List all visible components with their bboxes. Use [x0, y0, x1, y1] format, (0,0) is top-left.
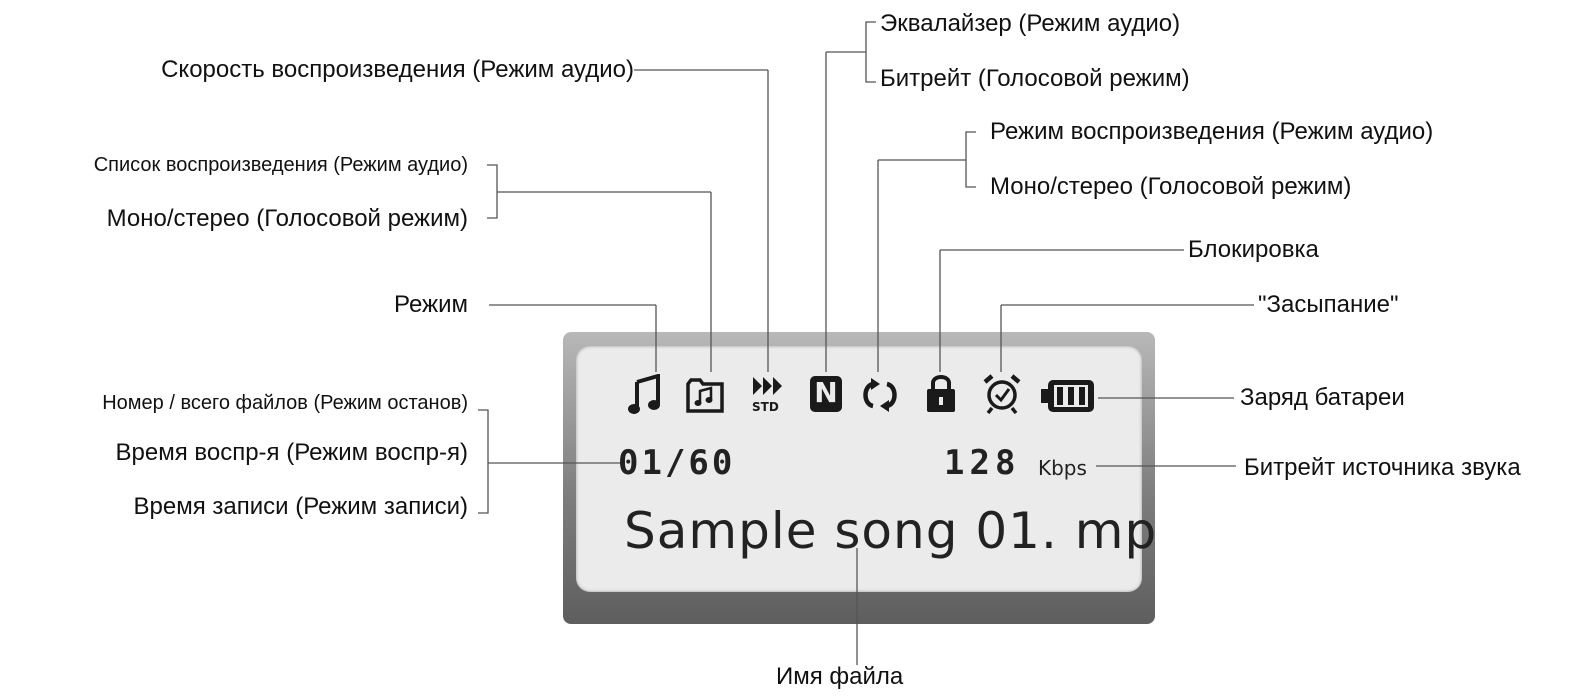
repeat-icon: [863, 378, 897, 412]
playlist-folder-icon: [686, 378, 724, 413]
equalizer-letter: N: [814, 376, 838, 409]
label-playlist: Список воспроизведения (Режим аудио): [93, 154, 468, 176]
label-mono-stereo-left: Моно/стерео (Голосовой режим): [106, 205, 468, 232]
label-play-time: Время воспр-я (Режим воспр-я): [115, 439, 469, 466]
label-lock: Блокировка: [1188, 236, 1319, 263]
equalizer-icon: [810, 376, 842, 412]
song-title: Sample song 01. mp: [624, 502, 1158, 560]
label-file-number: Номер / всего файлов (Режим останов): [102, 392, 468, 414]
battery-icon: [1041, 380, 1094, 412]
label-mode: Режим: [394, 291, 468, 318]
label-equalizer: Эквалайзер (Режим аудио): [880, 10, 1181, 37]
label-sleep: "Засыпание": [1258, 291, 1399, 318]
label-play-mode: Режим воспроизведения (Режим аудио): [990, 118, 1434, 145]
label-file-name: Имя файла: [776, 663, 904, 690]
lock-icon: [927, 375, 955, 412]
track-counter: 01/60: [618, 443, 736, 483]
playback-speed-icon: [753, 377, 782, 395]
label-record-time: Время записи (Режим записи): [133, 493, 469, 520]
bitrate-unit: Kbps: [1038, 456, 1087, 480]
bitrate-value: 128: [944, 443, 1021, 483]
label-bitrate-voice: Битрейт (Голосовой режим): [880, 65, 1190, 92]
speed-std-badge: STD: [752, 400, 779, 414]
label-playback-speed: Скорость воспроизведения (Режим аудио): [161, 56, 634, 83]
sleep-alarm-icon: [983, 374, 1021, 414]
display-screen: [576, 346, 1142, 592]
label-source-bitrate: Битрейт источника звука: [1244, 454, 1521, 481]
music-note-icon: [628, 374, 660, 414]
label-battery: Заряд батареи: [1240, 384, 1405, 411]
label-mono-stereo-right: Моно/стерео (Голосовой режим): [990, 173, 1352, 200]
